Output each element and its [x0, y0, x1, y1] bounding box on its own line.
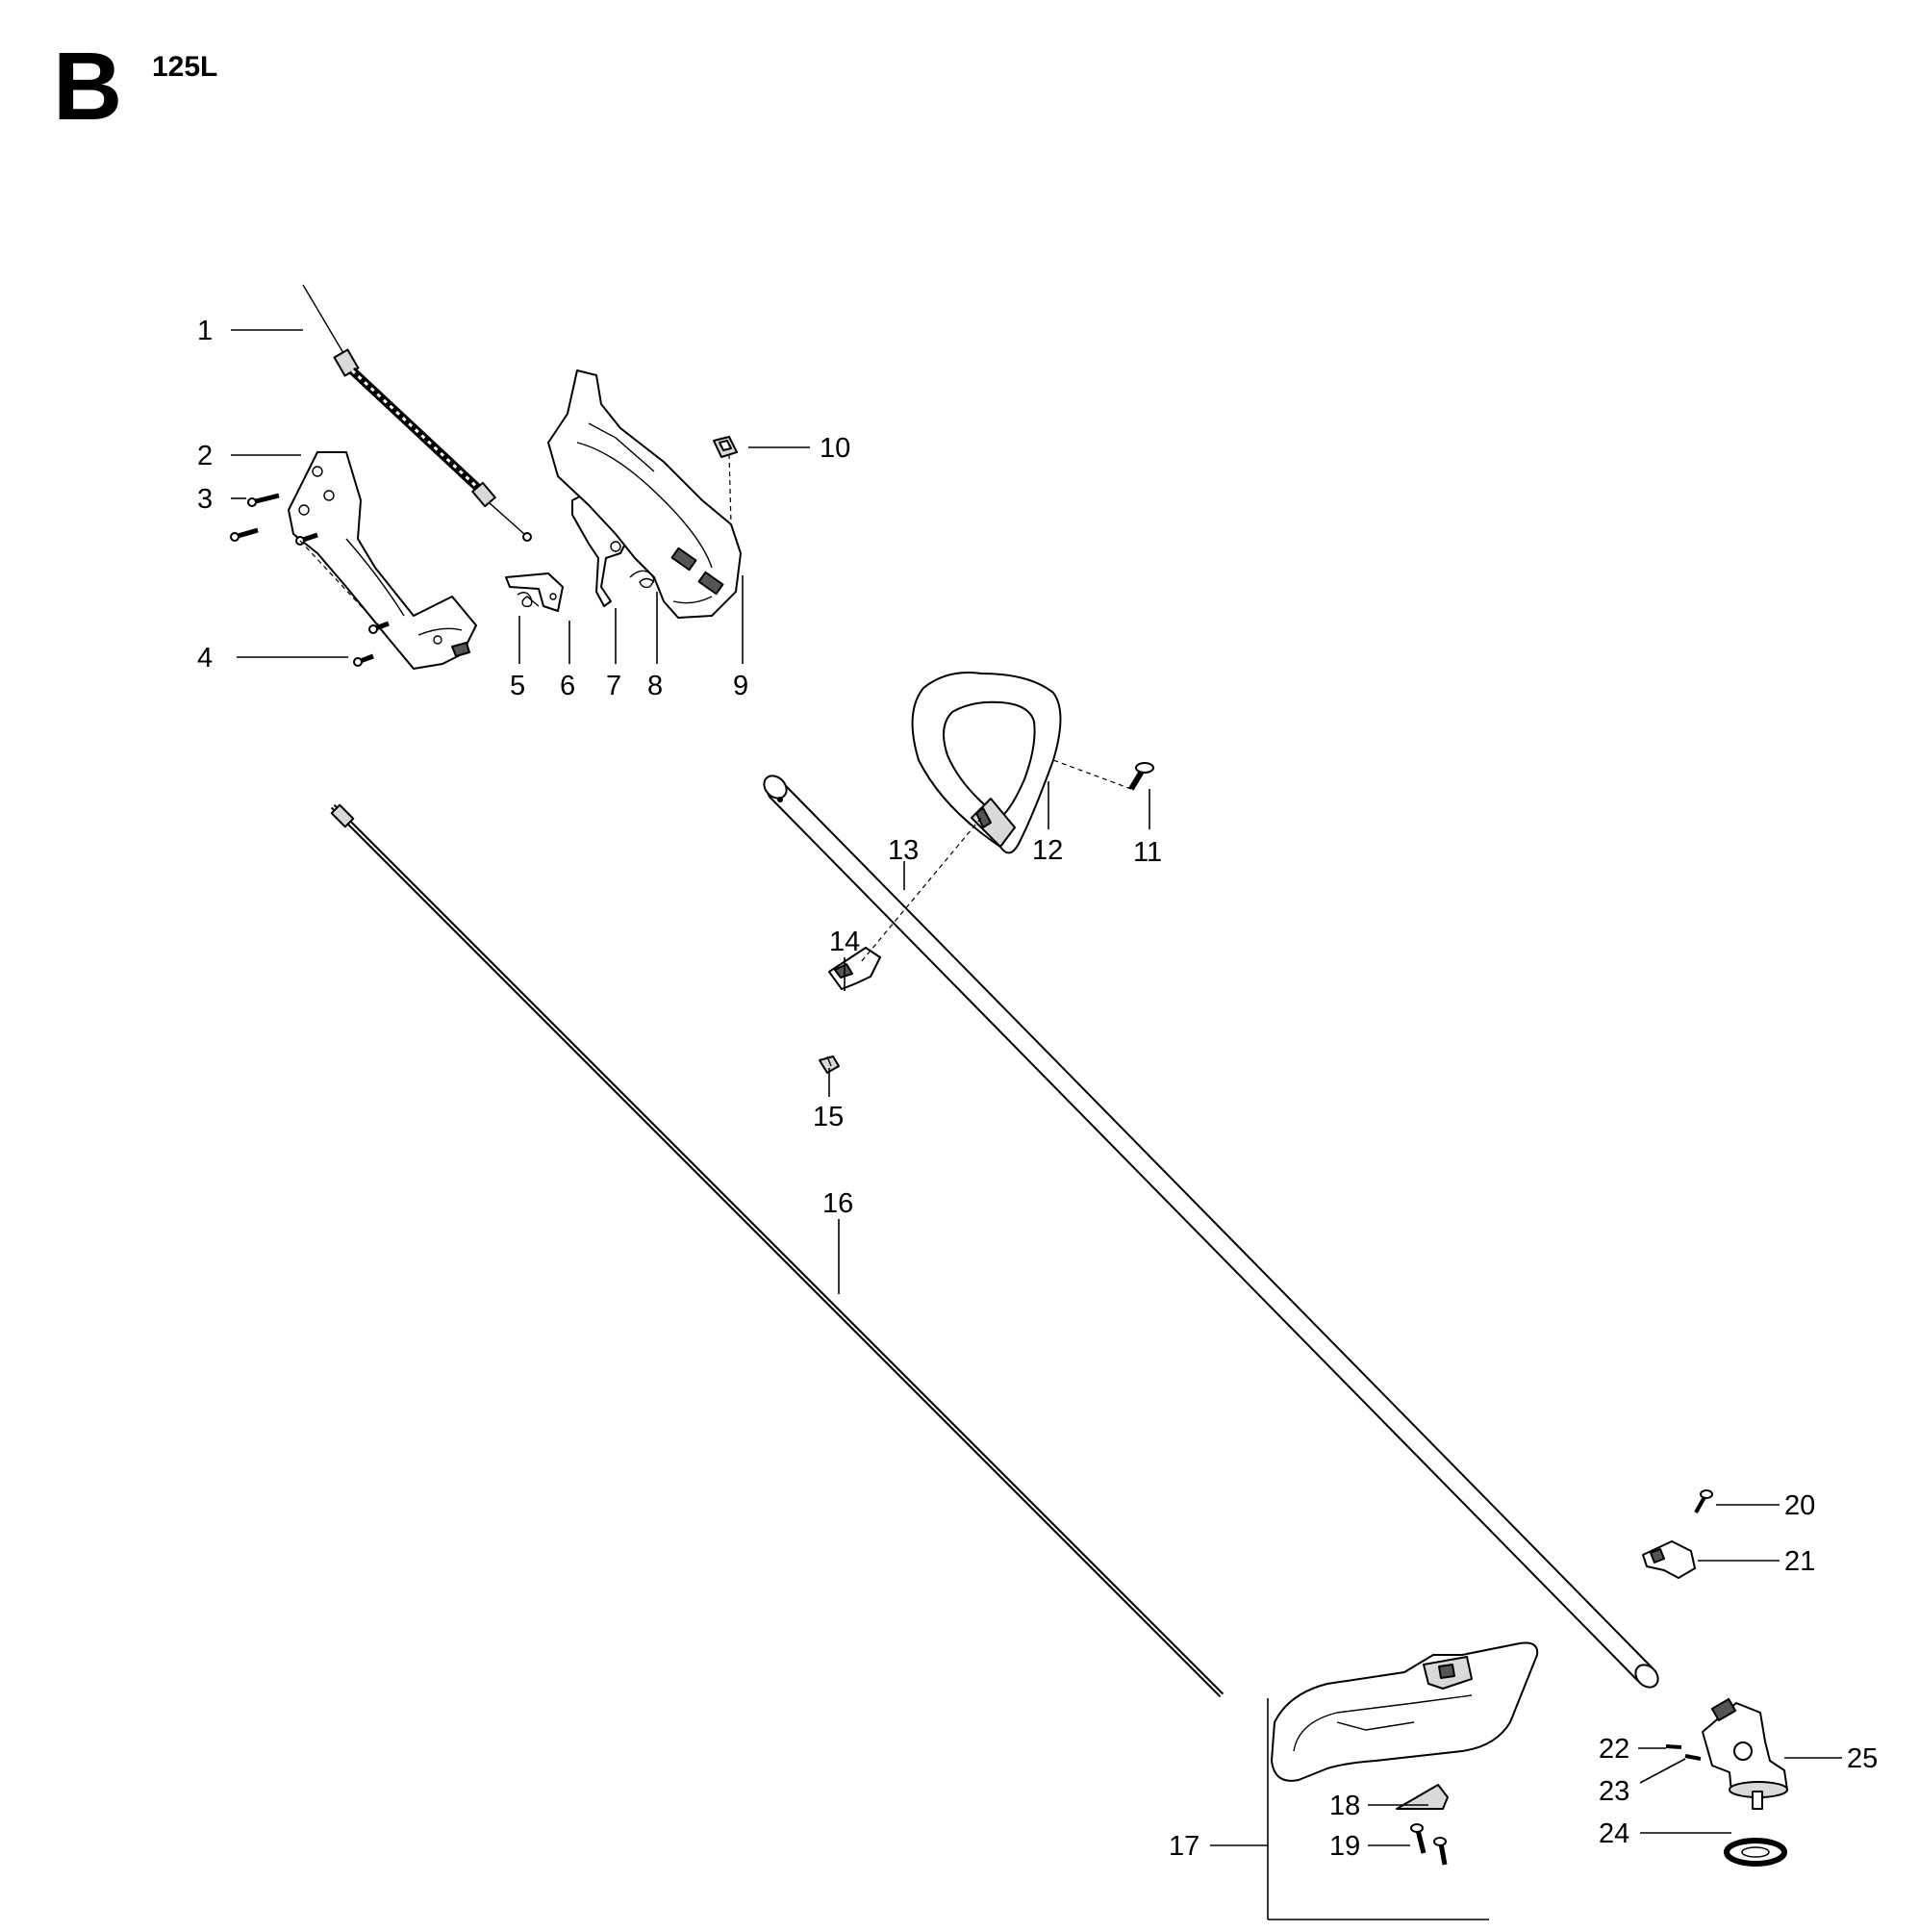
- part-5-spring: [517, 592, 540, 608]
- leader-lines: [231, 329, 1842, 1920]
- callout-14: 14: [829, 927, 860, 957]
- callout-2: 2: [197, 441, 213, 471]
- callout-13: 13: [888, 835, 919, 866]
- callout-7: 7: [606, 671, 621, 701]
- callout-21: 21: [1784, 1546, 1815, 1577]
- callout-9: 9: [733, 671, 748, 701]
- callout-16: 16: [822, 1188, 853, 1219]
- part-18-line-cutter: [1396, 1784, 1449, 1810]
- part-14-clamp: [828, 947, 881, 990]
- callout-23: 23: [1599, 1776, 1629, 1807]
- part-2-handle-housing: [288, 451, 477, 670]
- part-20-screw: [1694, 1489, 1713, 1513]
- part-17-guard-assembly: [1271, 1641, 1539, 1782]
- part-21-clamp: [1642, 1540, 1696, 1579]
- callout-6: 6: [560, 671, 575, 701]
- part-23-screw: [1684, 1754, 1702, 1761]
- part-12-loop-handle: [911, 672, 1062, 854]
- part-10-stop-switch: [713, 436, 738, 458]
- part-19-screws: [1410, 1823, 1448, 1866]
- callout-12: 12: [1032, 835, 1063, 866]
- callout-4: 4: [197, 643, 213, 674]
- callout-22: 22: [1599, 1734, 1629, 1765]
- part-24-washer: [1724, 1838, 1787, 1867]
- callout-19: 19: [1329, 1831, 1360, 1862]
- callout-20: 20: [1784, 1490, 1815, 1521]
- section-letter: B: [53, 33, 123, 140]
- part-15-nut: [819, 1055, 840, 1074]
- callout-3: 3: [197, 484, 213, 515]
- part-3-screws: [230, 493, 318, 546]
- callout-labels: 1 2 3 4 5 6 7 8 9 10 11 12 13 14 15 16 1…: [197, 316, 1878, 1862]
- callout-24: 24: [1599, 1818, 1629, 1849]
- part-6-lever: [505, 572, 564, 612]
- part-11-bolt: [1128, 762, 1154, 791]
- callout-5: 5: [510, 671, 525, 701]
- callout-15: 15: [813, 1102, 844, 1132]
- callout-17: 17: [1169, 1831, 1199, 1862]
- part-4-screws: [353, 621, 390, 667]
- part-13-shaft-tube: [763, 775, 1659, 1689]
- assembly-dashed-lines: [299, 453, 1132, 963]
- part-25-bevel-gear: [1702, 1697, 1788, 1810]
- callout-8: 8: [647, 671, 663, 701]
- part-16-drive-shaft: [330, 803, 1225, 1698]
- part-9-handle-half: [547, 369, 742, 619]
- part-8-spring: [629, 570, 655, 589]
- callout-25: 25: [1847, 1743, 1878, 1774]
- callout-18: 18: [1329, 1791, 1360, 1821]
- part-1-throttle-cable: [302, 284, 532, 542]
- part-22-screw: [1665, 1744, 1682, 1749]
- callout-10: 10: [820, 433, 850, 464]
- callout-11: 11: [1133, 837, 1162, 868]
- model-number: 125L: [152, 51, 218, 83]
- callout-1: 1: [197, 316, 213, 346]
